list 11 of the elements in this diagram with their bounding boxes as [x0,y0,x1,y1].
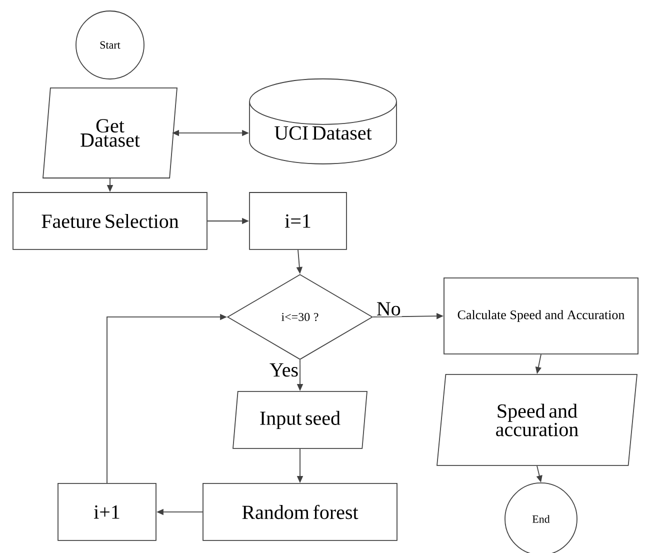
output-parallelogram: Speed and accuration [436,374,638,466]
database-cylinder: UCI Dataset [249,78,397,164]
process-box: i+1 [58,483,156,541]
edge-label: No [375,301,402,317]
process-box: Faeture Selection [12,192,208,250]
input-parallelogram: Get Dataset [42,88,178,178]
process-box: i=1 [249,192,347,250]
input-parallelogram: Input seed [232,391,368,449]
process-box: Random forest [202,483,398,541]
edge-label: Yes [268,362,300,378]
process-box: Calculate Speed and Accuration [444,278,638,354]
